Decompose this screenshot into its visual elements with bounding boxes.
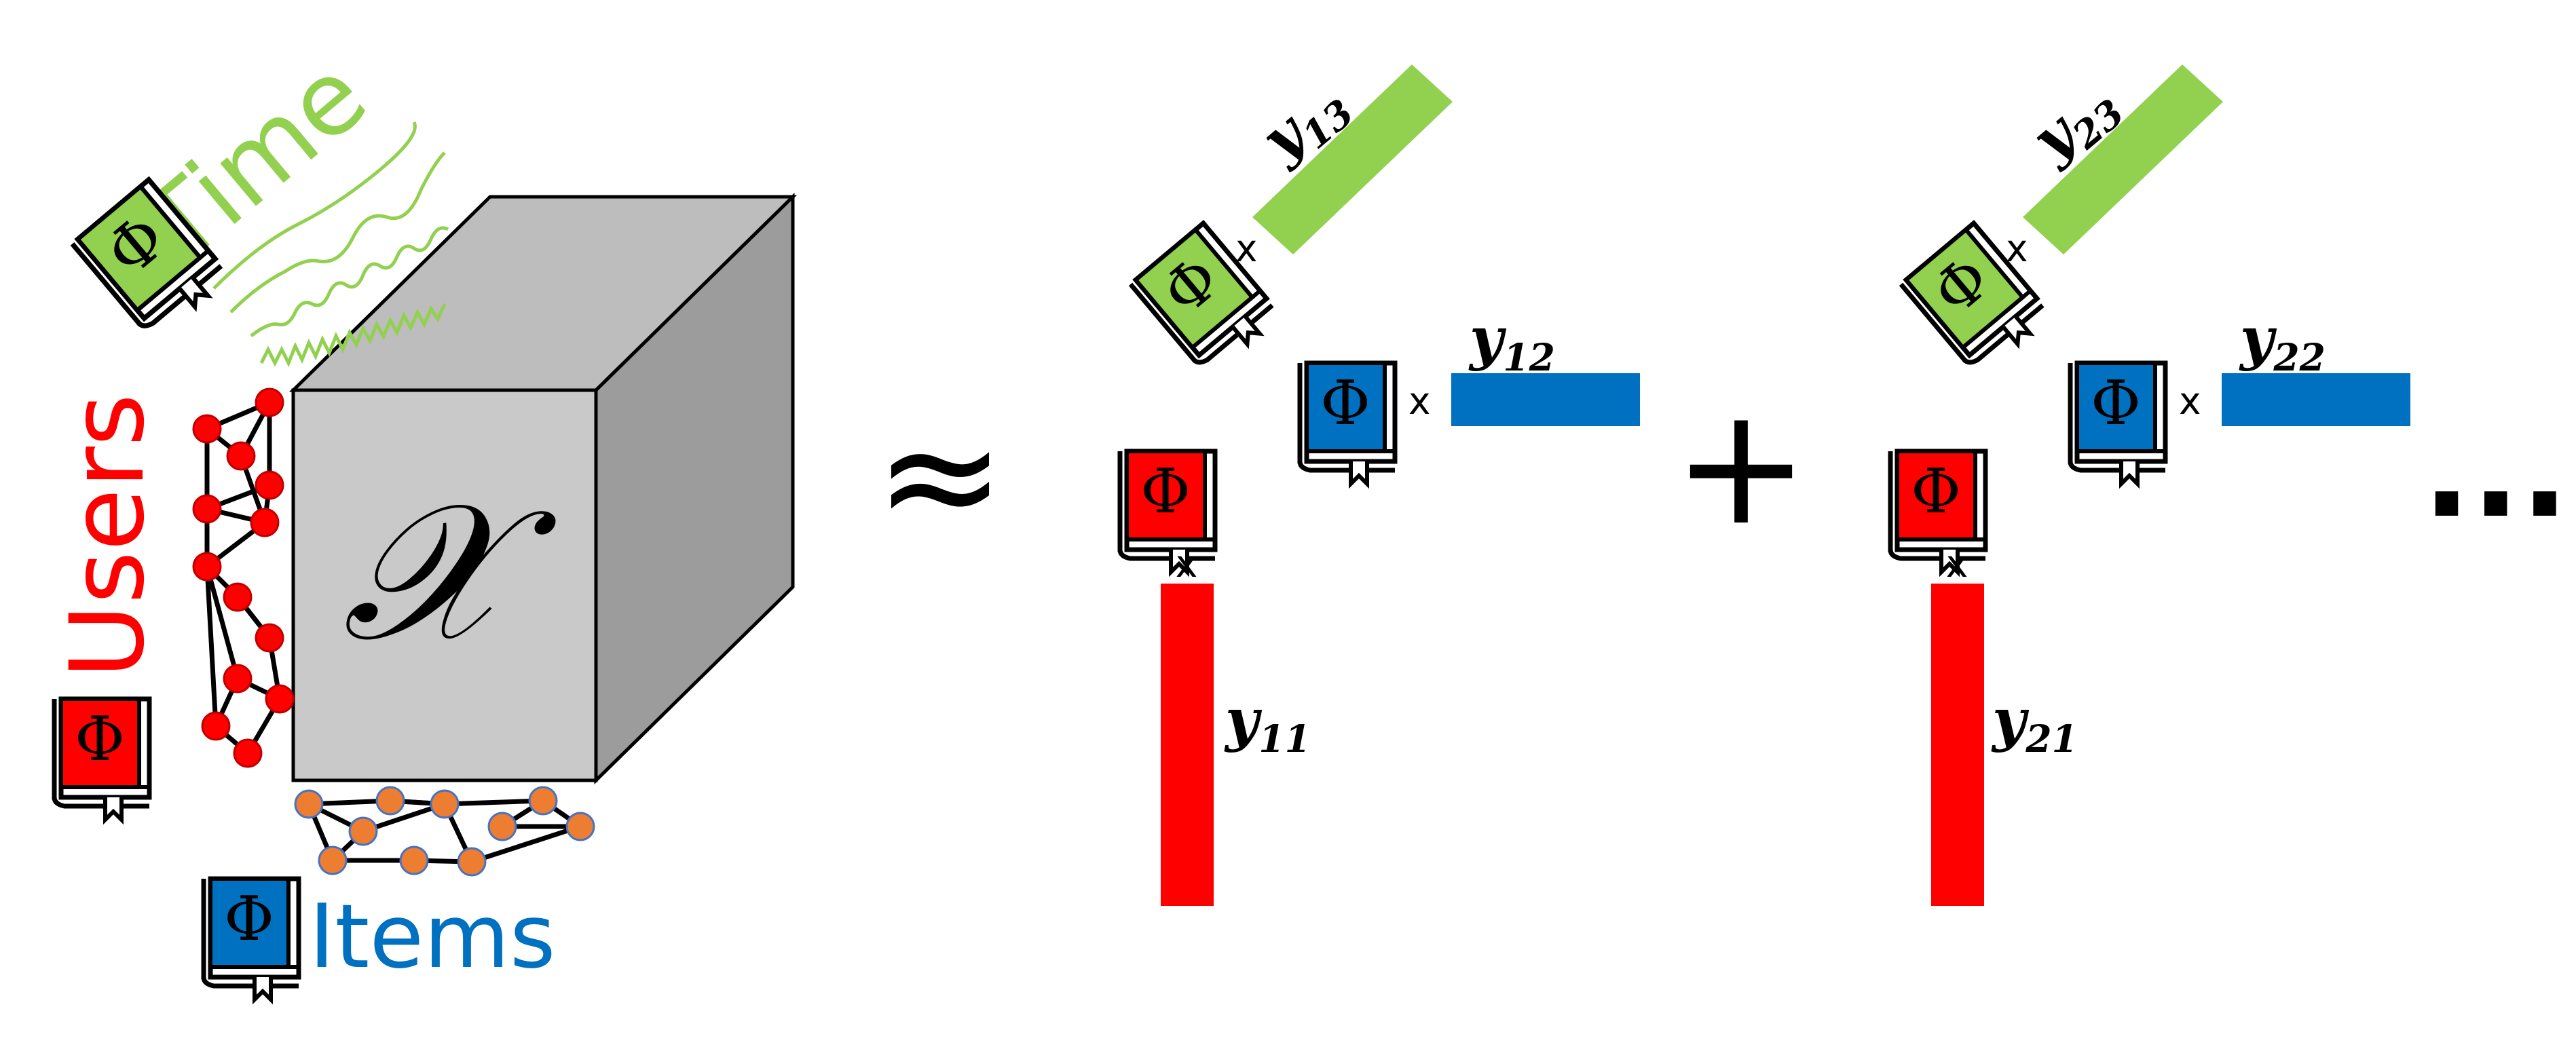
term1-item-factor-bar bbox=[1451, 373, 1640, 426]
term2-y21-label: y21 bbox=[1991, 686, 2078, 761]
term2-y22-base: y bbox=[2239, 305, 2277, 373]
term1-user-factor-bar bbox=[1161, 584, 1214, 906]
term2-item-factor-bar bbox=[2222, 373, 2410, 426]
svg-text:Φ: Φ bbox=[1140, 456, 1191, 527]
term2-y22-label: y22 bbox=[2239, 305, 2326, 379]
term1-item-book-icon: Φ bbox=[1300, 363, 1395, 484]
svg-text:Φ: Φ bbox=[1320, 368, 1370, 439]
term-2: Φ x y23 Φ x y22 Φ x y21 bbox=[1890, 64, 2410, 906]
term1-y12-label: y12 bbox=[1468, 305, 1555, 379]
term2-time-book-icon: Φ bbox=[1901, 223, 2052, 377]
term1-user-book-icon: Φ bbox=[1120, 451, 1215, 572]
items-label: Items bbox=[309, 885, 556, 988]
items-book-icon: Φ bbox=[204, 879, 299, 1000]
term1-times-item: x bbox=[1408, 379, 1431, 423]
term1-y12-sub: 12 bbox=[1503, 335, 1555, 379]
term1-y12-base: y bbox=[1468, 305, 1507, 373]
term1-y11-base: y bbox=[1224, 686, 1263, 754]
tensor-cube bbox=[288, 193, 798, 784]
time-book-icon: Φ bbox=[73, 180, 231, 341]
term2-times-user: x bbox=[1946, 542, 1968, 586]
svg-text:Φ: Φ bbox=[75, 704, 125, 775]
plus-symbol: + bbox=[1673, 371, 1809, 561]
svg-text:Φ: Φ bbox=[2091, 368, 2141, 439]
approx-symbol: ≈ bbox=[875, 385, 1006, 567]
term1-time-factor-bar bbox=[1252, 64, 1453, 254]
term1-time-book-icon: Φ bbox=[1131, 223, 1282, 377]
term1-y11-sub: 11 bbox=[1258, 717, 1311, 761]
users-graph bbox=[192, 387, 295, 768]
term1-times-time: x bbox=[1235, 227, 1258, 270]
term2-y21-sub: 21 bbox=[2025, 717, 2078, 761]
term-1: Φ x y13 Φ x y12 Φ x y11 bbox=[1120, 64, 1640, 906]
svg-text:Φ: Φ bbox=[224, 884, 274, 955]
term2-item-book-icon: Φ bbox=[2070, 363, 2165, 484]
term2-times-time: x bbox=[2006, 227, 2028, 270]
items-graph bbox=[294, 786, 595, 877]
time-wave-lines bbox=[212, 121, 449, 368]
term2-y21-base: y bbox=[1991, 686, 2030, 754]
term2-times-item: x bbox=[2179, 379, 2201, 423]
term1-y11-label: y11 bbox=[1224, 686, 1311, 761]
term2-time-factor-bar bbox=[2023, 64, 2223, 254]
term2-y22-sub: 22 bbox=[2273, 335, 2326, 379]
users-book-icon: Φ bbox=[54, 699, 149, 820]
term2-user-book-icon: Φ bbox=[1890, 451, 1985, 572]
term1-times-user: x bbox=[1176, 542, 1198, 586]
users-label: Users bbox=[49, 394, 167, 679]
ellipsis: ... bbox=[2422, 396, 2569, 546]
term2-user-factor-bar bbox=[1931, 584, 1984, 906]
svg-text:Φ: Φ bbox=[1911, 456, 1961, 527]
